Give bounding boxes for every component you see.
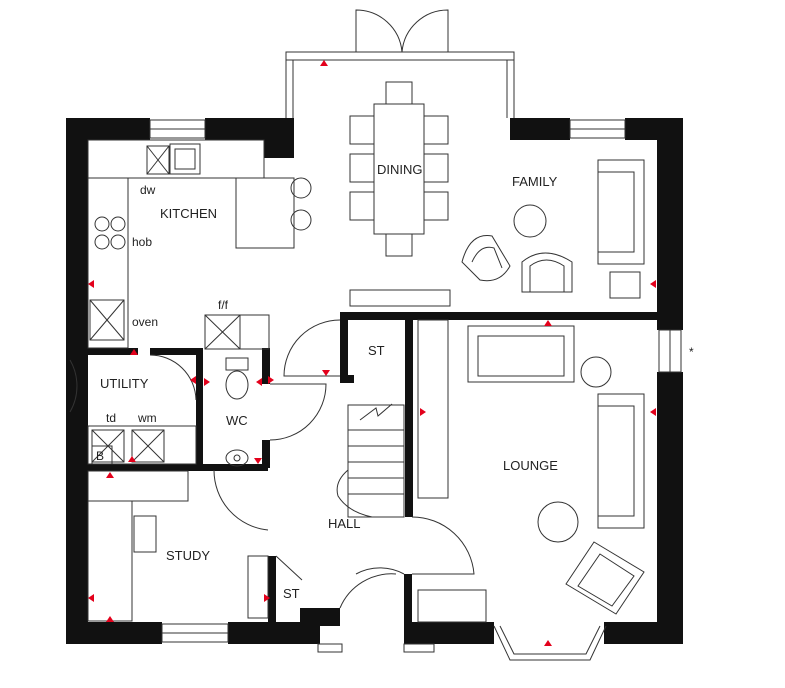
utility-label: UTILITY xyxy=(100,376,149,391)
dining-label: DINING xyxy=(377,162,423,177)
wc-fittings: WC xyxy=(225,357,327,467)
exterior-walls xyxy=(66,118,683,644)
lounge-label: LOUNGE xyxy=(503,458,558,473)
service-markers xyxy=(88,60,656,646)
note-asterisk: * xyxy=(689,345,694,359)
st-upper-label: ST xyxy=(368,343,385,358)
oven-label: oven xyxy=(132,315,158,329)
dining-fittings: DINING xyxy=(349,81,451,307)
study-label: STUDY xyxy=(166,548,210,563)
ff-label: f/f xyxy=(218,298,229,312)
dw-label: dw xyxy=(140,183,156,197)
family-label: FAMILY xyxy=(512,174,558,189)
interior-walls xyxy=(66,312,657,626)
st-lower-label: ST xyxy=(283,586,300,601)
boiler-label: B xyxy=(96,449,104,463)
stairs-area: ST xyxy=(283,319,475,575)
family-fittings: FAMILY xyxy=(461,159,645,299)
utility-fittings: UTILITY td wm B xyxy=(69,354,197,465)
dining-extension xyxy=(285,9,515,118)
windows xyxy=(149,119,682,661)
hall-fittings: HALL ST xyxy=(213,469,435,653)
hall-label: HALL xyxy=(328,516,361,531)
kitchen-label: KITCHEN xyxy=(160,206,217,221)
lounge-fittings: LOUNGE xyxy=(417,325,645,623)
wm-label: wm xyxy=(137,411,157,425)
kitchen-fittings: dw KITCHEN hob oven f/f xyxy=(87,139,312,350)
wc-label: WC xyxy=(226,413,248,428)
study-fittings: STUDY xyxy=(87,470,269,622)
td-label: td xyxy=(106,411,116,425)
hob-label: hob xyxy=(132,235,152,249)
